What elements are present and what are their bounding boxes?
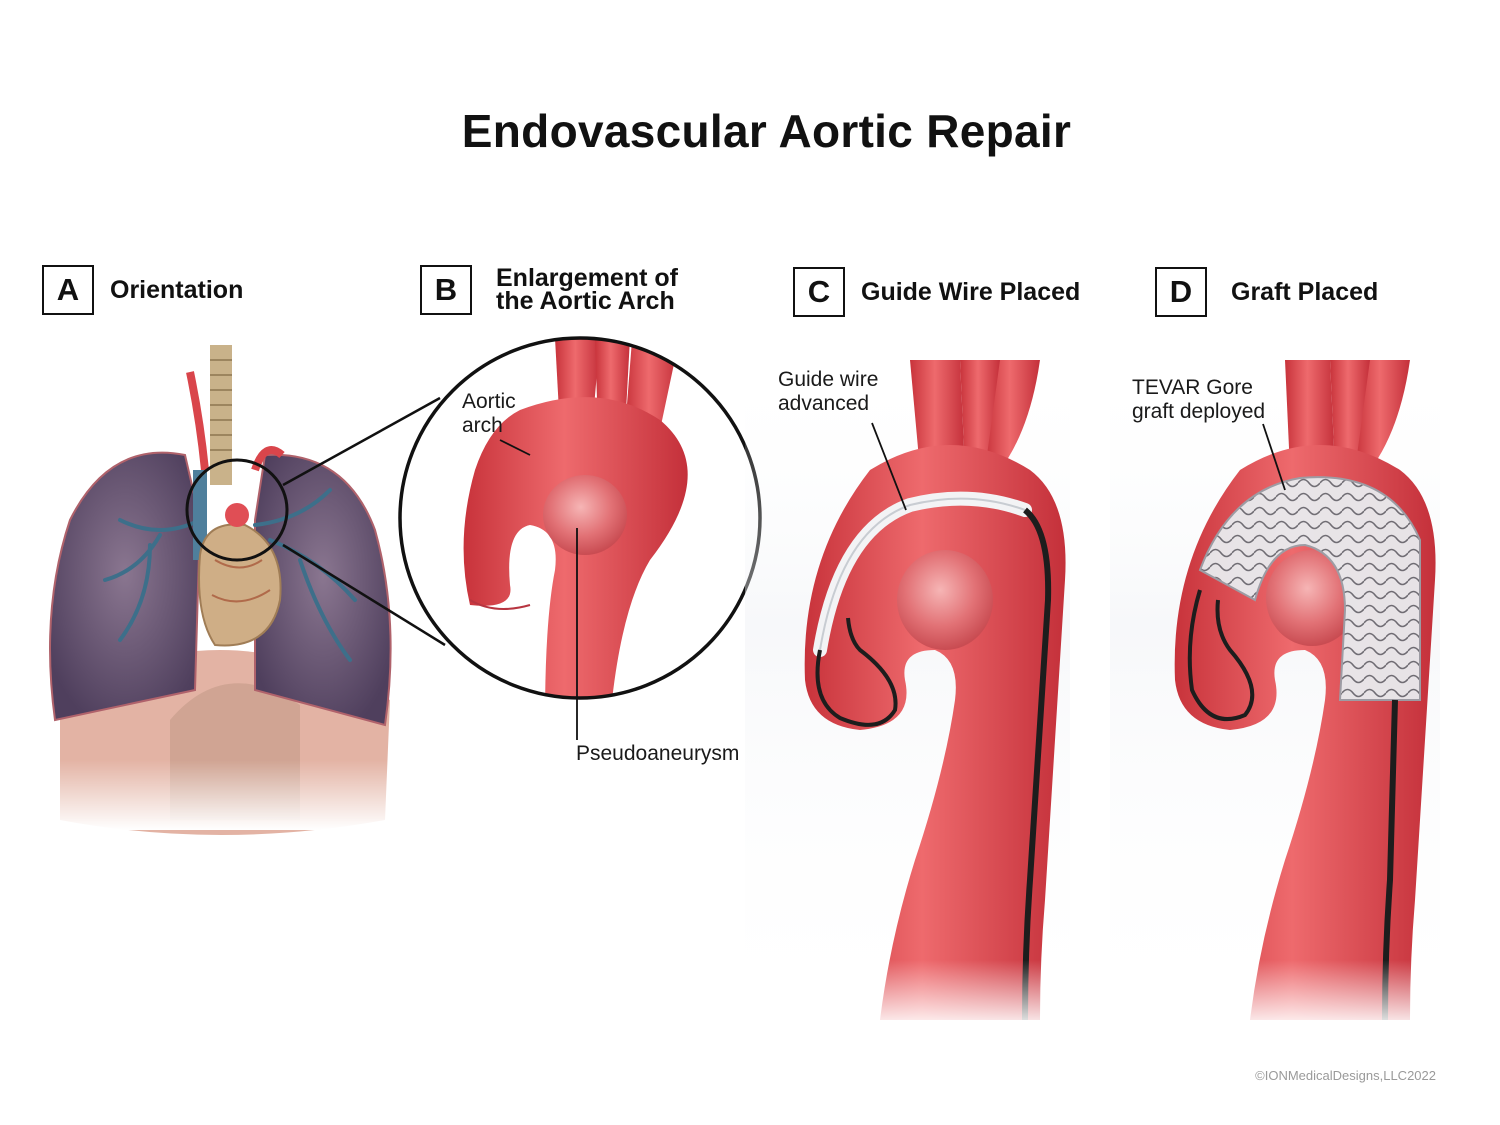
enlargement-circle xyxy=(398,336,762,740)
guide-wire-aorta xyxy=(745,355,1070,1030)
panel-d-letter: D xyxy=(1155,267,1207,317)
panel-d-header: D Graft Placed xyxy=(1155,267,1378,317)
panel-b-title: Enlargement of the Aortic Arch xyxy=(496,264,678,315)
panel-d-title: Graft Placed xyxy=(1231,277,1379,306)
zoom-line-top xyxy=(282,396,441,487)
pseudoaneurysm-label: Pseudoaneurysm xyxy=(576,742,740,765)
aortic-arch-label: Aortic arch xyxy=(462,390,516,437)
copyright-notice: ©IONMedicalDesigns,LLC2022 xyxy=(1255,1068,1436,1083)
panel-c-title: Guide Wire Placed xyxy=(861,277,1081,306)
graft-label: TEVAR Gore graft deployed xyxy=(1132,376,1266,423)
orientation-anatomy xyxy=(40,345,410,835)
panel-c-header: C Guide Wire Placed xyxy=(793,267,1080,317)
panel-a-letter: A xyxy=(42,265,94,315)
panel-b-letter: B xyxy=(420,265,472,315)
panel-c-letter: C xyxy=(793,267,845,317)
panel-a-title: Orientation xyxy=(110,275,244,304)
zoom-line-bottom xyxy=(282,543,446,647)
guide-wire-label: Guide wire advanced xyxy=(778,368,879,415)
panel-a-header: A Orientation xyxy=(42,265,243,315)
figure-title: Endovascular Aortic Repair xyxy=(461,105,1072,157)
panel-b-header: B Enlargement of the Aortic Arch xyxy=(420,265,678,315)
graft-aorta xyxy=(1110,355,1440,1030)
